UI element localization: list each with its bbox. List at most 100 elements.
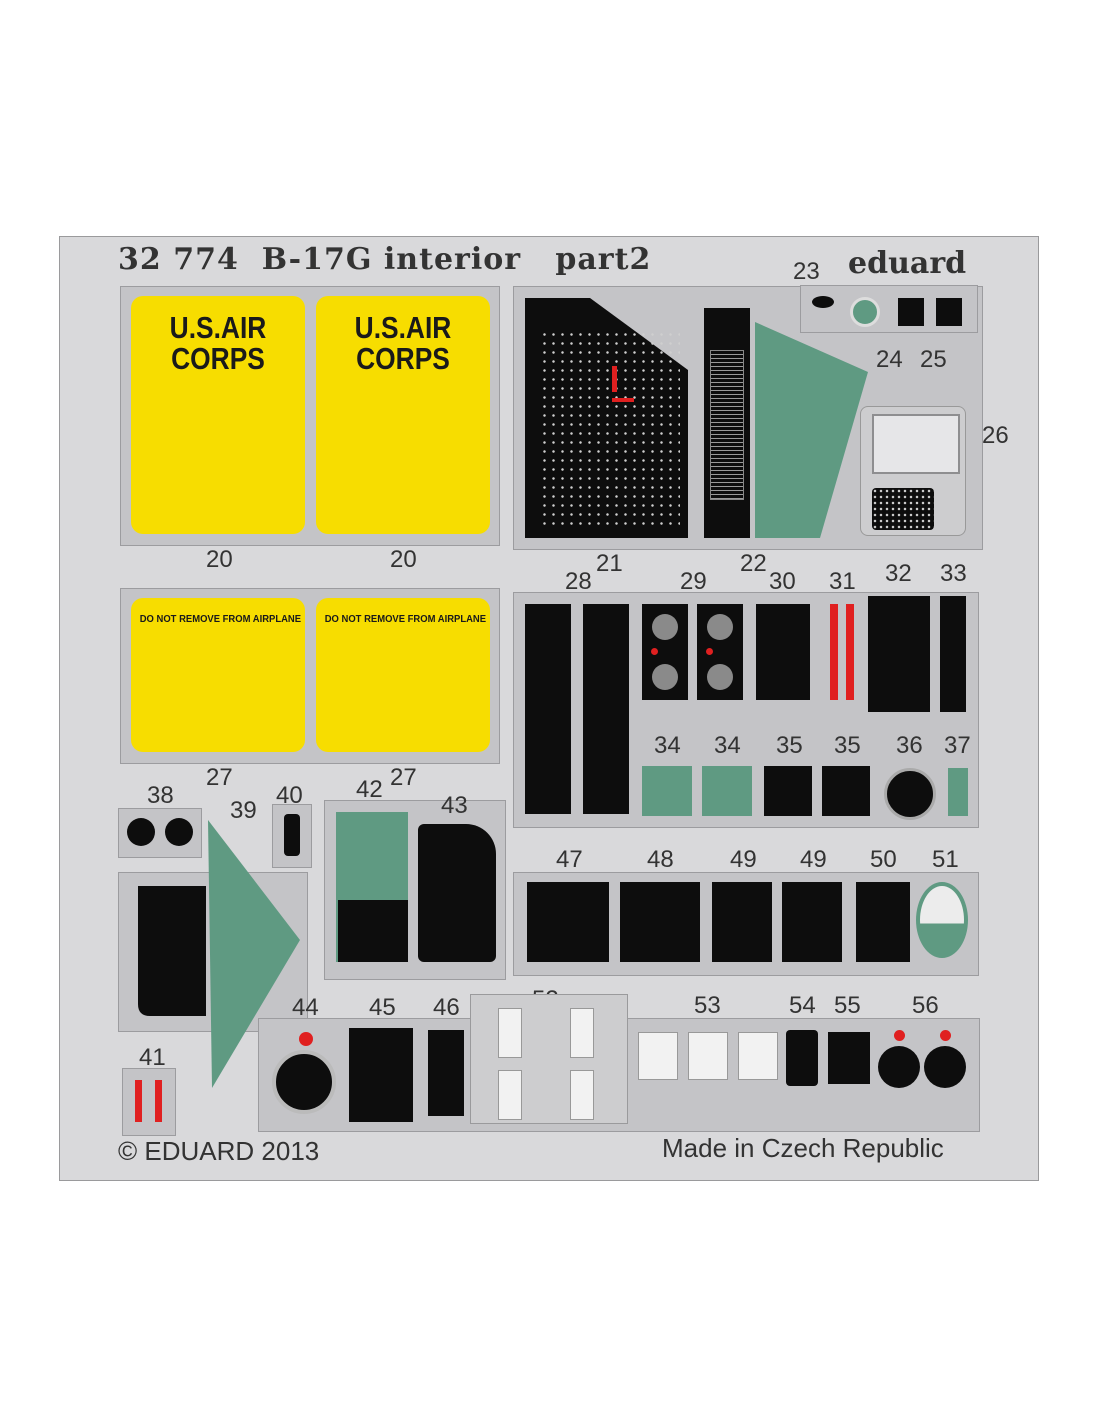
part-38 [165,818,193,846]
red-switch [612,366,617,392]
fret-title: 32 774 B-17G interior part2 [118,242,652,277]
part-41 [135,1080,142,1122]
copyright: © EDUARD 2013 [118,1136,320,1166]
red-light [299,1032,313,1046]
part-number: 32 [885,560,912,587]
gauge-icon [652,664,678,690]
part-50 [856,882,910,962]
part-number: 37 [944,732,971,759]
part-49 [782,882,842,962]
part-30 [756,604,810,700]
part-number: 34 [714,732,741,759]
part-52-frame [470,994,628,1124]
part-number: 22 [740,550,767,577]
part-34 [702,766,752,816]
red-light [651,648,658,655]
part-44-gauge [272,1050,336,1114]
part-28 [583,604,629,814]
part-number: 29 [680,568,707,595]
part-46 [428,1030,464,1116]
part-number: 49 [800,846,827,873]
part-number: 54 [789,992,816,1019]
panel-21-switches [540,330,680,530]
part-number: 25 [920,346,947,373]
red-switch [612,398,634,402]
part-54 [786,1030,818,1086]
placard-donot-left: DO NOT REMOVE FROM AIRPLANE [131,598,305,752]
part-number: 48 [647,846,674,873]
part-number: 43 [441,792,468,819]
placard-usair-left: U.S.AIR CORPS [131,296,305,534]
red-light [706,648,713,655]
placard-text: U.S.AIR CORPS [169,310,267,376]
part-42-lower [338,900,408,962]
part-number: 35 [834,732,861,759]
part-number: 28 [565,568,592,595]
gauge-icon [707,614,733,640]
part-35 [764,766,812,816]
part-number: 44 [292,994,319,1021]
placard-text: DO NOT REMOVE FROM AIRPLANE [139,613,302,625]
gauge-icon [652,614,678,640]
part-number: 20 [390,546,417,573]
part-43 [418,824,496,962]
part-41 [155,1080,162,1122]
part-number: 47 [556,846,583,873]
part-25 [936,298,962,326]
part-52 [570,1008,594,1058]
part-number: 23 [793,258,820,285]
part-45 [349,1028,413,1122]
eduard-logo: eduard [848,246,967,281]
part-number: 36 [896,732,923,759]
part-38 [127,818,155,846]
part-number: 20 [206,546,233,573]
part-number: 49 [730,846,757,873]
part-24-gauge [850,297,880,327]
part-37 [948,768,968,816]
part-32 [868,596,930,712]
part-number: 26 [982,422,1009,449]
part-26-plate [872,488,934,530]
part-26-window [872,414,960,474]
part-number: 46 [433,994,460,1021]
part-number: 50 [870,846,897,873]
part-number: 39 [230,797,257,824]
part-28 [525,604,571,814]
part-number: 30 [769,568,796,595]
part-52 [570,1070,594,1120]
part-47 [527,882,609,962]
part-number: 41 [139,1044,166,1071]
part-53 [688,1032,728,1080]
part-number: 24 [876,346,903,373]
part-49 [712,882,772,962]
part-number: 27 [390,764,417,791]
part-52 [498,1070,522,1120]
part-35 [822,766,870,816]
part-number: 34 [654,732,681,759]
part-23 [812,296,834,308]
part-52 [498,1008,522,1058]
part-number: 51 [932,846,959,873]
part-31 [830,604,838,700]
part-56-gauge [878,1046,920,1088]
part-number: 45 [369,994,396,1021]
part-48 [620,882,700,962]
placard-text: DO NOT REMOVE FROM AIRPLANE [324,613,487,625]
part-number: 35 [776,732,803,759]
panel-22-scale [710,350,744,500]
part-number: 33 [940,560,967,587]
part-56-gauge [924,1046,966,1088]
part-40 [284,814,300,856]
part-number: 31 [829,568,856,595]
placard-usair-right: U.S.AIR CORPS [316,296,490,534]
part-33 [940,596,966,712]
part-36-gauge [884,768,936,820]
part-25 [898,298,924,326]
part-number: 42 [356,776,383,803]
part-53 [738,1032,778,1080]
red-light [894,1030,905,1041]
red-light [940,1030,951,1041]
gauge-icon [707,664,733,690]
part-number: 56 [912,992,939,1019]
